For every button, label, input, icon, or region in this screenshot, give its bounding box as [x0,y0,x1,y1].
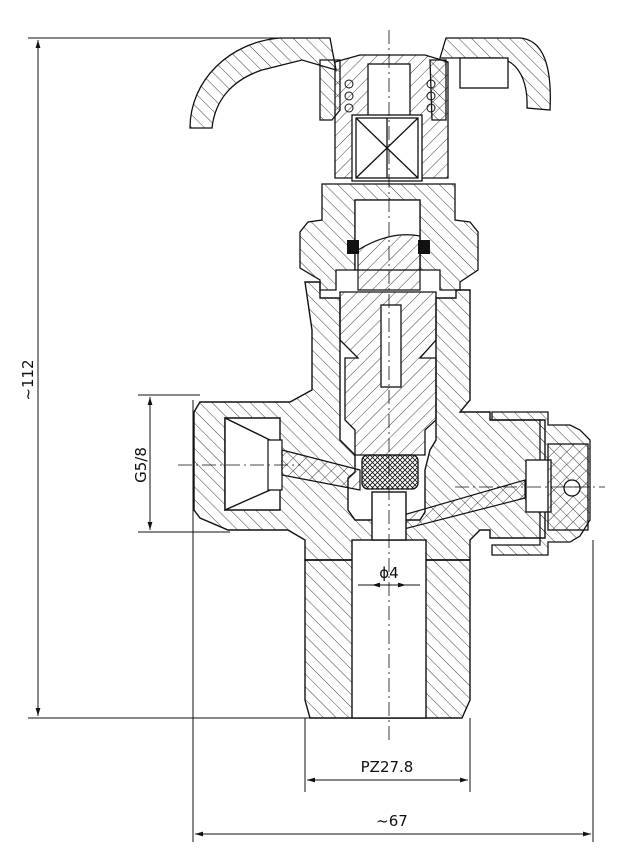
spring-right [426,79,436,113]
spring-left [344,79,354,113]
base-thread-label: PZ27.8 [361,758,414,776]
thread-dimension [138,394,230,533]
stem-wave [357,234,421,291]
width-dimension [192,400,594,842]
valve-pad [361,454,419,490]
height-dimension [28,37,330,719]
base-thread-dimension [304,718,471,792]
o-ring-left [347,240,359,254]
centerlines [178,30,605,740]
valve-disc [339,291,437,456]
o-ring-right [418,240,430,254]
bore-label: ϕ4 [379,564,398,582]
height-label: ~112 [19,359,37,400]
width-label: ~67 [376,812,408,830]
knob-hub [334,54,449,182]
thread-label: G5/8 [132,447,150,483]
